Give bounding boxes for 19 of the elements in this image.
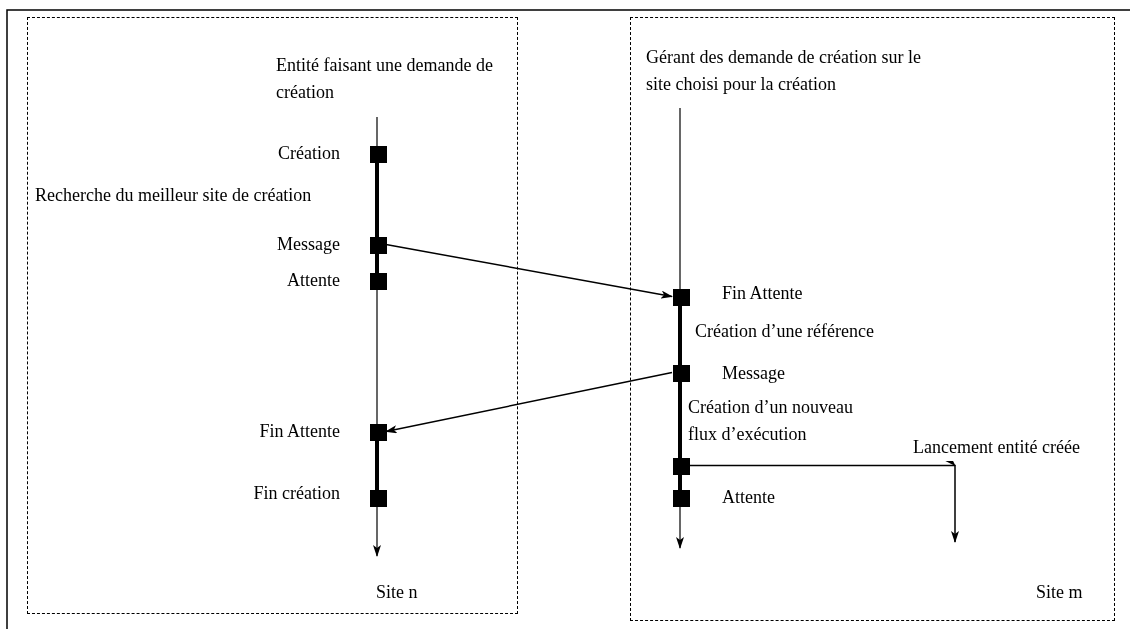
annotation-text: Recherche du meilleur site de création	[35, 184, 313, 207]
arrow	[385, 371, 673, 434]
event-label: Fin création	[253, 482, 340, 505]
site-boundary	[27, 17, 518, 614]
event-label: Attente	[287, 269, 340, 292]
event-label: Message	[277, 233, 340, 256]
annotation-text: Création d’un nouveau flux d’exécution	[688, 396, 854, 446]
site-name: Site m	[1036, 581, 1083, 604]
event-label: Fin Attente	[259, 420, 340, 443]
annotation-text: Création d’une référence	[695, 320, 875, 343]
annotation-text: Gérant des demande de création sur le site choisi pour la création	[646, 46, 922, 96]
site-name: Site n	[376, 581, 418, 604]
event-label: Attente	[722, 486, 775, 509]
event-label: Message	[722, 362, 785, 385]
arrow	[688, 462, 959, 543]
arrow	[385, 243, 673, 299]
annotation-text: Entité faisant une demande de création	[276, 54, 494, 104]
event-label: Création	[278, 142, 340, 165]
event-label: Fin Attente	[722, 282, 803, 305]
